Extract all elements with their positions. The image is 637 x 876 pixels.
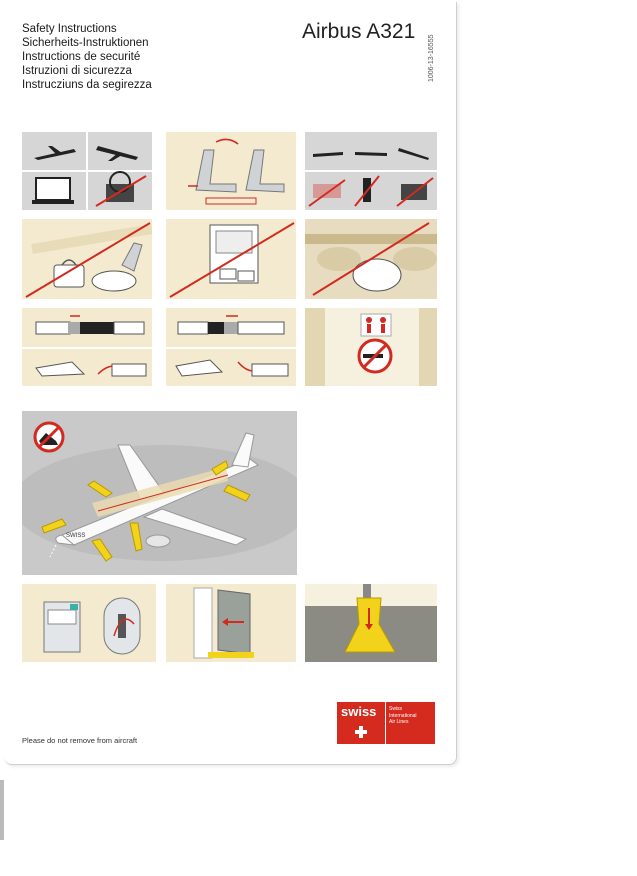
radio-prohibited-icon [95, 171, 147, 207]
fuselage-lettering: SWISS [66, 533, 85, 539]
title-en: Safety Instructions [22, 23, 117, 35]
panel-door-operation [22, 584, 156, 662]
panel-seat-upright [166, 132, 296, 210]
aircraft-model: Airbus A321 [302, 20, 416, 43]
seatbelt-icon [35, 321, 145, 335]
arrow-icon [215, 138, 239, 145]
brand-tagline: Swiss International Air Lines [386, 702, 420, 744]
title-block: Safety Instructions Sicherheits-Instrukt… [22, 22, 152, 92]
brand-wordmark: swiss [341, 704, 377, 719]
no-high-heels-icon [33, 421, 65, 453]
no-smoking-icon [357, 338, 393, 374]
panel-evacuation-diagram: SWISS [22, 411, 297, 575]
mobile-phone-prohibited-icon [308, 175, 434, 207]
swiss-cross-icon [355, 726, 367, 738]
panel-seat-pocket-prohibited [305, 219, 437, 299]
seatbelt-icon [177, 321, 285, 335]
title-de: Sicherheits-Instruktionen [22, 37, 149, 49]
panel-overhead-bin [166, 219, 296, 299]
bag-icon [53, 242, 143, 292]
document-code: 1006-13-16555 [428, 34, 435, 83]
title-it: Istruzioni di sicurezza [22, 65, 132, 77]
overhead-bin-icon [209, 224, 259, 284]
door-handle-icon [43, 597, 141, 655]
panel-phones-prohibited [305, 132, 437, 210]
panel-electronics-takeoff [22, 132, 152, 210]
panel-seatbelt-release [166, 308, 296, 386]
helmet-icon [352, 258, 402, 292]
aircraft-illustration: SWISS [55, 432, 259, 548]
seat-icon [195, 149, 285, 193]
safety-card: Safety Instructions Sicherheits-Instrukt… [4, 2, 457, 765]
tagline-line: Swiss [389, 706, 403, 712]
arrow-icon [113, 618, 135, 637]
tagline-line: Air Lines [389, 719, 409, 725]
panel-seatbelt-fasten [22, 308, 152, 386]
tagline-line: International [389, 712, 417, 719]
title-rm: Instrucziuns da segirezza [22, 79, 152, 91]
airplane-takeoff-icon [34, 146, 76, 160]
swiss-logo: swiss Swiss International Air Lines [337, 702, 435, 744]
lavatory-sign-icon [360, 313, 392, 337]
panel-no-smoking [305, 308, 437, 386]
airplane-landing-icon [96, 146, 138, 161]
title-fr: Instructions de securité [22, 51, 141, 63]
panel-door-open [166, 584, 296, 662]
footer-notice: Please do not remove from aircraft [22, 736, 138, 745]
airplane-flight-icon [313, 148, 429, 160]
laptop-icon [32, 177, 74, 204]
panel-slide-exit [305, 584, 437, 662]
panel-baggage-aisle-prohibited [22, 219, 152, 299]
scan-edge [0, 780, 4, 840]
evacuation-slide-icon [41, 460, 251, 562]
